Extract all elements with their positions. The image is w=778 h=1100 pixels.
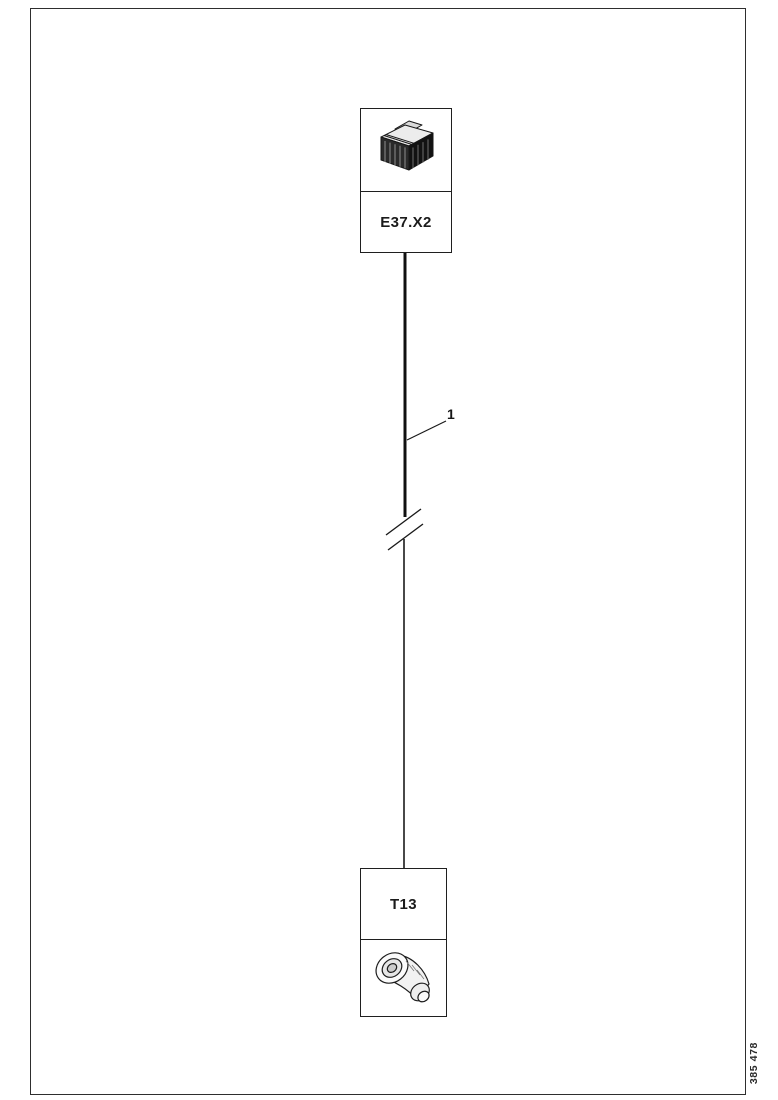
round-terminal-icon bbox=[374, 952, 430, 1003]
connector-box-top: E37.X2 bbox=[360, 108, 452, 253]
top-connector-label: E37.X2 bbox=[361, 191, 451, 252]
bottom-connector-illustration-cell bbox=[361, 939, 446, 1016]
figure-number: 385 478 bbox=[748, 1042, 760, 1085]
callout-1-label: 1 bbox=[447, 406, 455, 422]
top-connector-illustration-cell bbox=[361, 109, 451, 191]
connector-box-bottom: T13 bbox=[360, 868, 447, 1017]
multipin-connector-icon bbox=[380, 120, 434, 171]
page-frame bbox=[30, 8, 746, 1095]
bottom-connector-label: T13 bbox=[389, 895, 418, 913]
